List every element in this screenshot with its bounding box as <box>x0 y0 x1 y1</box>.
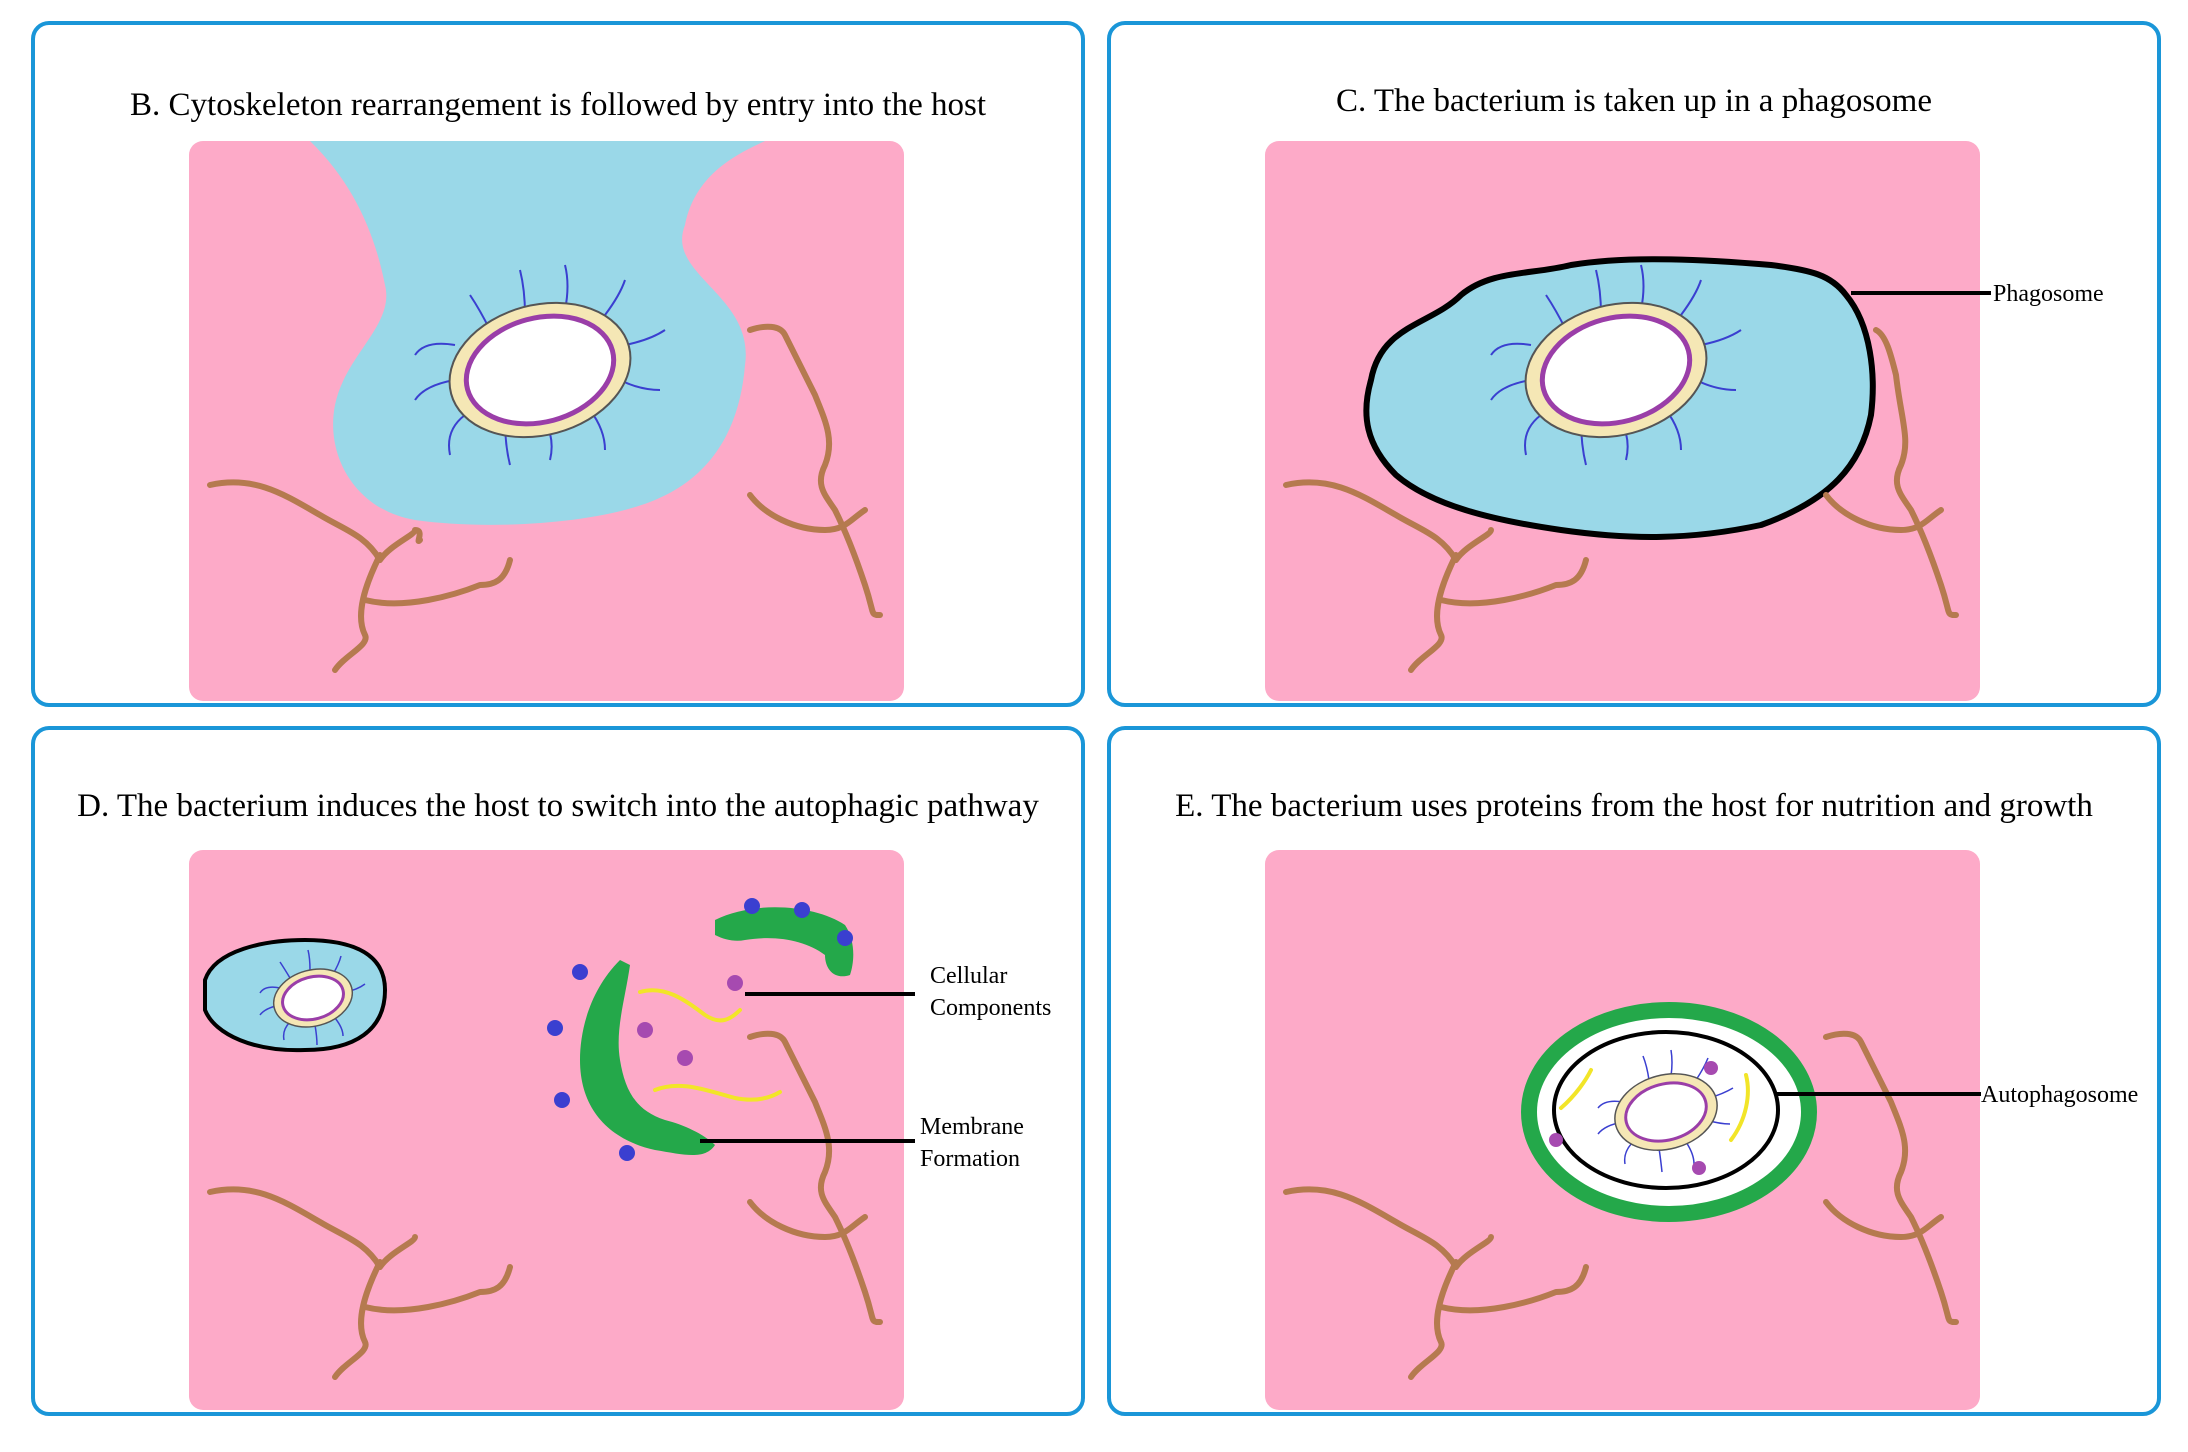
panel-c: C. The bacterium is taken up in a phagos… <box>1107 21 2161 707</box>
phagosome-label: Phagosome <box>1993 281 2104 307</box>
panel-b: B. Cytoskeleton rearrangement is followe… <box>31 21 1085 707</box>
panel-d-illustration: Cellular Components Membrane Formation <box>35 730 1081 1412</box>
membrane-label-line2: Formation <box>920 1146 1020 1172</box>
panel-e: E. The bacterium uses proteins from the … <box>1107 726 2161 1416</box>
components-label-line1: Cellular <box>930 963 1007 989</box>
panel-b-illustration <box>35 25 1081 703</box>
autophagosome-label: Autophagosome <box>1981 1082 2138 1108</box>
panel-c-illustration: Phagosome <box>1111 25 2157 703</box>
membrane-label-line1: Membrane <box>920 1114 1024 1140</box>
panel-d: D. The bacterium induces the host to swi… <box>31 726 1085 1416</box>
components-label-line2: Components <box>930 995 1051 1021</box>
panel-e-illustration: Autophagosome <box>1111 730 2157 1412</box>
